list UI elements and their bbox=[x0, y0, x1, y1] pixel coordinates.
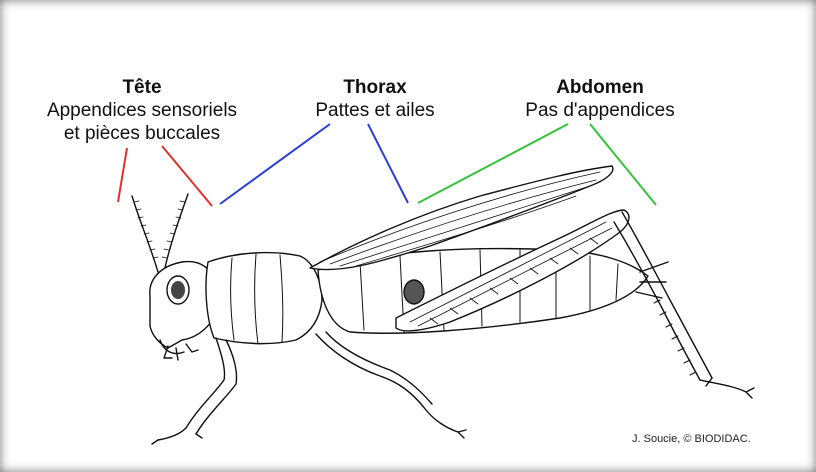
head-pointer-line bbox=[118, 148, 127, 202]
antenna bbox=[164, 194, 188, 272]
thorax-pointer-line bbox=[220, 124, 330, 204]
head bbox=[150, 262, 214, 348]
tympanum bbox=[404, 280, 424, 304]
hind-tarsus bbox=[700, 378, 754, 398]
hind-tibia bbox=[622, 212, 712, 378]
antenna-segments bbox=[134, 201, 185, 258]
middle-tarsus bbox=[458, 430, 466, 438]
middle-leg bbox=[316, 332, 458, 432]
front-leg bbox=[158, 338, 237, 440]
compound-eye-pupil bbox=[171, 281, 185, 299]
thorax-pointer-line bbox=[368, 124, 408, 203]
front-tarsus bbox=[152, 434, 202, 444]
thorax-pointer-lines bbox=[220, 124, 408, 204]
pronotum bbox=[206, 253, 322, 344]
abdomen-pointer-line bbox=[590, 124, 656, 205]
credit-text: J. Soucie, © BIODIDAC. bbox=[632, 433, 751, 445]
